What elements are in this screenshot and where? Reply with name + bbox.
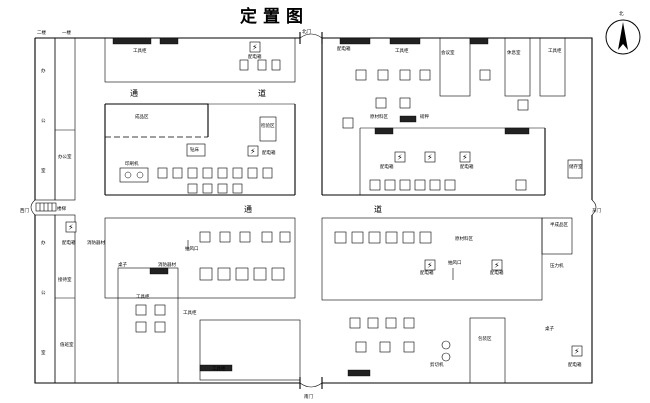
stairs-icon <box>35 202 57 212</box>
meeting-room-label: 会议室 <box>441 49 455 56</box>
toolcab-label-1: 工具柜 <box>133 47 147 54</box>
office-strip <box>34 37 76 384</box>
dist-box-label-2: 配电箱 <box>262 149 276 156</box>
finished-goods-zone <box>104 103 296 196</box>
svg-text:⚡: ⚡ <box>427 153 433 162</box>
office-char-1: 办 <box>41 67 46 74</box>
exhaust-label-1: 抽风口 <box>185 245 199 252</box>
stairs-label: 楼梯 <box>57 205 66 212</box>
corridor-label-4: 道 <box>374 204 396 214</box>
table-label-2: 桌子 <box>545 325 554 332</box>
svg-text:⚡: ⚡ <box>574 347 580 356</box>
svg-text:⚡: ⚡ <box>252 43 258 52</box>
dist-box-label-9: 配电箱 <box>568 361 582 368</box>
corridor-label-3: 通 <box>244 204 266 214</box>
office-room-label: 办公室 <box>58 153 72 160</box>
distribution-box-icon: ⚡ <box>65 221 77 233</box>
east-gate-label: 东门 <box>592 207 601 214</box>
storage-room-label: 储存室 <box>569 163 583 170</box>
compass-label: 北 <box>619 10 624 17</box>
machine-row-1 <box>239 59 281 71</box>
svg-text:⚡: ⚡ <box>462 153 468 162</box>
dist-box-label-4: 配电箱 <box>380 163 394 170</box>
material-area-label: 原材料区 <box>370 113 388 120</box>
inspect-area-label: 检验区 <box>261 122 275 129</box>
corridor-label-2: 道 <box>258 88 280 98</box>
floor-two-label: 二楼 <box>37 29 46 36</box>
south-gate-label: 南门 <box>304 393 313 400</box>
distribution-box-icon: ⚡ ⚡ ⚡ <box>424 259 583 357</box>
printer-label: 印刷机 <box>125 160 139 167</box>
distribution-box-icon: ⚡ ⚡ ⚡ <box>394 151 471 163</box>
machine-row-3 <box>342 69 529 129</box>
material-label-2: 原材料区 <box>455 235 473 242</box>
office-char-6: 室 <box>41 349 46 356</box>
machine-row-4 <box>369 179 527 191</box>
office-char-3: 室 <box>41 167 46 174</box>
workshop-top-right <box>321 37 566 196</box>
toolcab-label-4: 工具柜 <box>136 293 150 300</box>
dist-box-label-1: 配电箱 <box>248 53 262 60</box>
distribution-box-icon: ⚡ <box>249 41 261 53</box>
fire-cab-label-1: 消防器材 <box>87 239 105 246</box>
machine-row-5 <box>135 231 291 333</box>
fire-cab-label-2: 消防器材 <box>158 261 176 268</box>
office-char-2: 公 <box>41 119 46 124</box>
dist-box-label-8: 配电箱 <box>420 269 434 276</box>
pressure-machine-label: 压力机 <box>550 262 564 269</box>
dist-box-label-3: 配电箱 <box>337 45 351 52</box>
scale-label: 磅秤 <box>420 113 429 120</box>
cut-machine-icon <box>441 340 451 362</box>
west-gate-label: 西门 <box>20 207 29 214</box>
printer-icon <box>119 167 149 183</box>
cut-machine-label: 剪切机 <box>430 361 444 368</box>
svg-text:⚡: ⚡ <box>68 223 74 232</box>
toolcab-label-5: 工具柜 <box>183 309 197 316</box>
machine-row-6 <box>334 231 432 353</box>
svg-text:⚡: ⚡ <box>494 261 500 270</box>
workshop-top-left <box>104 37 296 83</box>
office-char-5: 公 <box>41 291 46 296</box>
packing-label: 包装区 <box>478 335 492 342</box>
dist-box-label-6: 配电箱 <box>62 239 76 246</box>
dist-box-label-5: 配电箱 <box>460 163 474 170</box>
exhaust-label-2: 抽风口 <box>448 259 462 266</box>
storage-room-box <box>567 159 583 179</box>
drill-table-box <box>186 143 206 157</box>
building-outline <box>30 32 597 389</box>
reception-label: 接待室 <box>58 276 72 283</box>
office-char-4: 办 <box>41 239 46 246</box>
floor-one-label: 一楼 <box>62 29 71 36</box>
inspection-area <box>259 116 277 142</box>
table-label-1: 桌子 <box>118 261 127 268</box>
toolcab-label-3: 工具柜 <box>548 47 562 54</box>
toolcab-label-6: 工具柜 <box>212 365 226 372</box>
svg-text:⚡: ⚡ <box>427 261 433 270</box>
finished-area-label: 成品区 <box>135 113 149 120</box>
material-label-3: 半成品区 <box>550 221 568 228</box>
north-arrow-icon: 北 <box>605 10 641 55</box>
plan-title: 定置图 <box>240 6 309 27</box>
north-gate-label: 北门 <box>302 28 311 35</box>
workshop-bottom-left <box>104 217 301 384</box>
duty-room-label: 值班室 <box>60 341 74 348</box>
corridor-label-1: 通 <box>130 88 152 98</box>
lounge-label: 休息室 <box>507 49 521 56</box>
distribution-box-icon: ⚡ <box>247 145 259 157</box>
toolcab-label-2: 工具柜 <box>395 47 409 54</box>
svg-text:⚡: ⚡ <box>250 147 256 156</box>
drill-label: 钻床 <box>190 146 199 153</box>
svg-text:⚡: ⚡ <box>397 153 403 162</box>
machine-row-2 <box>157 167 273 194</box>
workshop-bottom-right <box>321 217 573 384</box>
dist-box-label-7: 配电箱 <box>490 269 504 276</box>
